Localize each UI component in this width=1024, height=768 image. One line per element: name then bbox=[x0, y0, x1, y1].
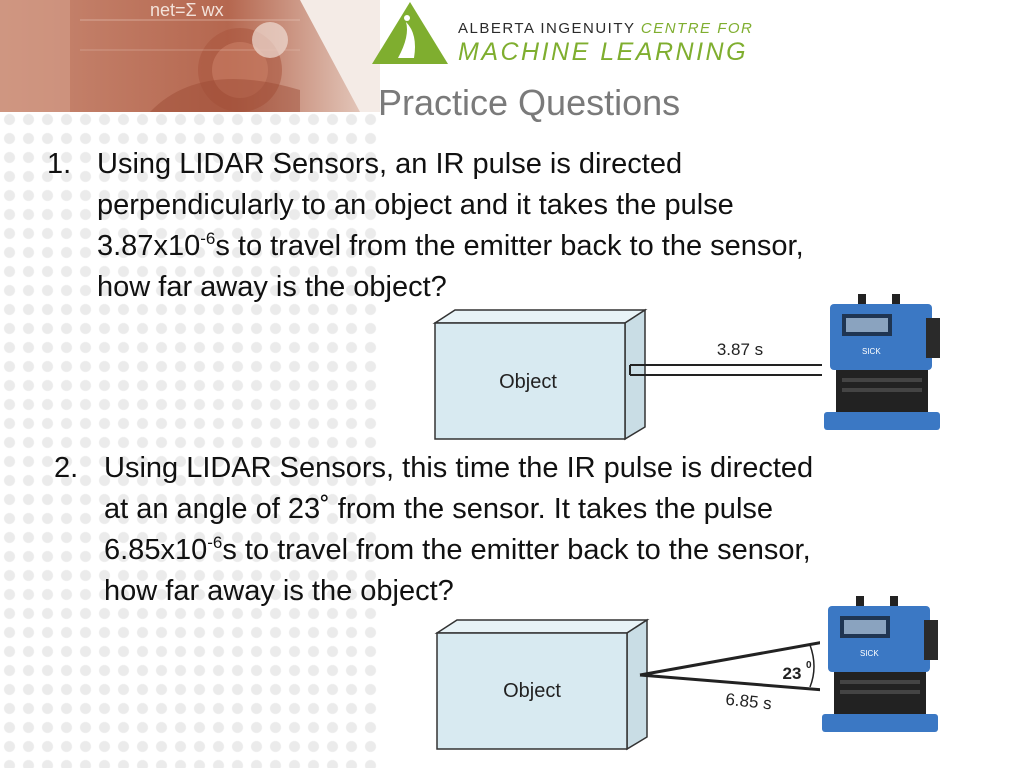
diagram-1: Object 3.87 s bbox=[432, 308, 840, 441]
page-title: Practice Questions bbox=[378, 82, 681, 123]
question-number: 1. bbox=[47, 148, 72, 180]
question-line: Using LIDAR Sensors, this time the IR pu… bbox=[104, 452, 814, 484]
logo: ALBERTA INGENUITY CENTRE FOR MACHINE LEA… bbox=[370, 0, 770, 70]
diagram-2: Object 23 0 6.85 s bbox=[434, 618, 825, 751]
question-line: how far away is the object? bbox=[104, 575, 454, 607]
lidar-sensor-icon: SICK bbox=[820, 590, 946, 742]
object-label: Object bbox=[503, 680, 561, 702]
angle-unit: 0 bbox=[806, 660, 812, 671]
time-label: 6.85 s bbox=[725, 690, 773, 714]
logo-line2: MACHINE LEARNING bbox=[458, 38, 749, 66]
object-box bbox=[434, 618, 650, 751]
question-line: at an angle of 23˚ from the sensor. It t… bbox=[104, 493, 774, 525]
pulse-arrow bbox=[629, 362, 840, 378]
question-line: 3.87x10-6s to travel from the emitter ba… bbox=[97, 229, 804, 262]
banner-formula: net=Σ wx bbox=[150, 0, 224, 20]
sensor-brand: SICK bbox=[862, 347, 881, 356]
angled-pulse bbox=[639, 640, 825, 692]
question-number: 2. bbox=[54, 452, 79, 484]
sensor-brand: SICK bbox=[860, 649, 879, 658]
dotted-background bbox=[0, 110, 380, 768]
object-label: Object bbox=[499, 371, 557, 393]
question-line: perpendicularly to an object and it take… bbox=[97, 189, 734, 221]
question-line: 6.85x10-6s to travel from the emitter ba… bbox=[104, 533, 811, 566]
logo-mark-icon bbox=[372, 2, 448, 64]
question-line: how far away is the object? bbox=[97, 271, 447, 303]
question-line: Using LIDAR Sensors, an IR pulse is dire… bbox=[97, 148, 683, 180]
time-label: 3.87 s bbox=[717, 340, 763, 359]
question-1: 1. Using LIDAR Sensors, an IR pulse is d… bbox=[47, 144, 947, 314]
question-2: 2. Using LIDAR Sensors, this time the IR… bbox=[54, 448, 954, 618]
angle-label: 23 bbox=[783, 664, 802, 683]
banner-image: net=Σ wx bbox=[0, 0, 380, 112]
lidar-sensor-icon: SICK bbox=[822, 288, 948, 440]
logo-line1: ALBERTA INGENUITY CENTRE FOR bbox=[458, 20, 754, 37]
